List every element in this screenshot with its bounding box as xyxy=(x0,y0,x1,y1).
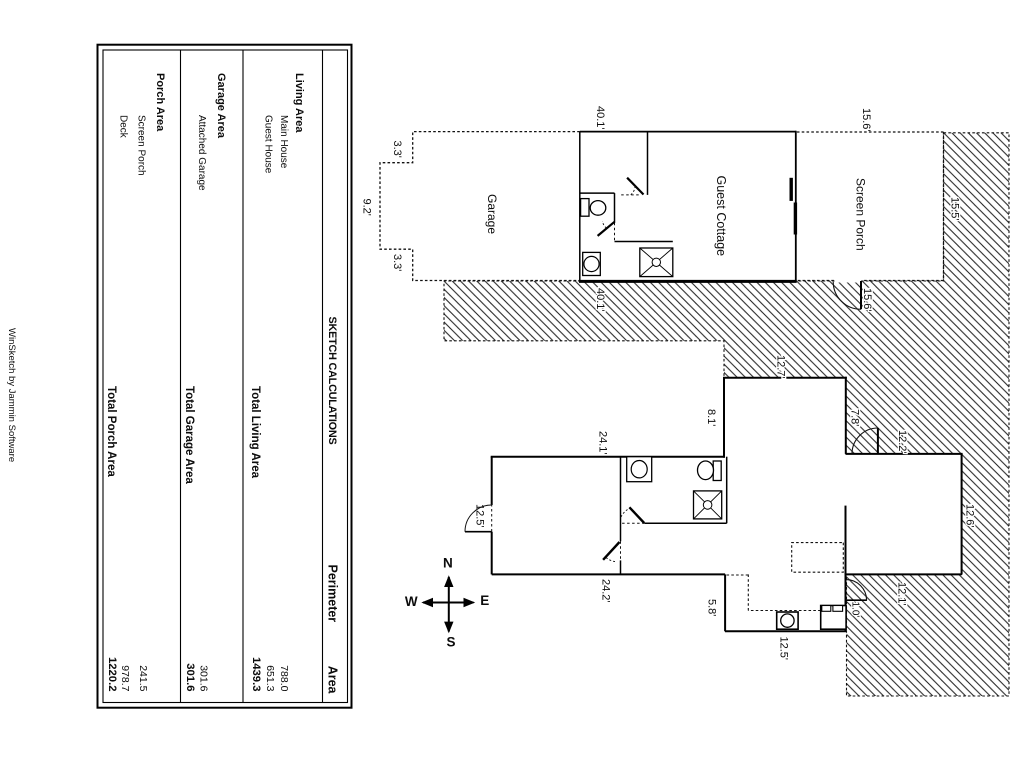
svg-text:301.6: 301.6 xyxy=(184,663,196,691)
svg-text:15.6': 15.6' xyxy=(860,108,872,132)
svg-text:9.2': 9.2' xyxy=(361,199,373,216)
svg-text:1439.3: 1439.3 xyxy=(250,657,262,692)
svg-text:241.5: 241.5 xyxy=(137,665,149,691)
svg-text:12.2': 12.2' xyxy=(896,430,908,454)
svg-text:12.5': 12.5' xyxy=(474,504,486,528)
svg-text:3.3': 3.3' xyxy=(391,141,403,158)
svg-text:301.6: 301.6 xyxy=(198,665,210,691)
svg-text:Deck: Deck xyxy=(118,115,129,139)
svg-text:Guest Cottage: Guest Cottage xyxy=(714,176,728,257)
svg-text:S: S xyxy=(446,635,455,650)
svg-text:Total Living Area: Total Living Area xyxy=(249,386,261,479)
svg-text:Screen Porch: Screen Porch xyxy=(854,178,868,251)
svg-text:Living Area: Living Area xyxy=(293,73,305,133)
svg-text:978.7: 978.7 xyxy=(119,665,131,691)
svg-text:15.6': 15.6' xyxy=(861,288,873,312)
svg-text:8.1': 8.1' xyxy=(705,409,717,426)
svg-text:Total Garage Area: Total Garage Area xyxy=(183,386,195,484)
svg-text:1.0': 1.0' xyxy=(850,602,861,618)
svg-text:Porch Area: Porch Area xyxy=(154,73,166,132)
svg-text:WinSketch by Jammin Software: WinSketch by Jammin Software xyxy=(6,328,17,462)
svg-text:24.2': 24.2' xyxy=(600,579,612,603)
svg-text:Attached Garage: Attached Garage xyxy=(196,115,207,191)
svg-text:12.7': 12.7' xyxy=(775,355,787,379)
svg-text:5.8': 5.8' xyxy=(706,599,718,616)
svg-text:Main House: Main House xyxy=(278,115,289,169)
svg-text:Total Porch Area: Total Porch Area xyxy=(105,386,117,477)
svg-text:7.8': 7.8' xyxy=(849,409,861,426)
svg-text:Screen Porch: Screen Porch xyxy=(136,115,147,176)
svg-text:12.6': 12.6' xyxy=(964,504,976,528)
svg-text:651.3: 651.3 xyxy=(264,665,276,691)
svg-text:15.5': 15.5' xyxy=(949,197,961,221)
svg-text:E: E xyxy=(480,593,489,608)
svg-text:N: N xyxy=(443,555,453,570)
svg-text:Garage Area: Garage Area xyxy=(215,73,227,139)
svg-text:24.1': 24.1' xyxy=(597,431,609,455)
svg-text:Garage: Garage xyxy=(485,194,499,234)
svg-text:Perimeter: Perimeter xyxy=(326,565,340,623)
svg-text:Area: Area xyxy=(326,666,340,695)
svg-text:3.3': 3.3' xyxy=(391,254,403,271)
svg-text:W: W xyxy=(405,594,418,609)
svg-text:40.1': 40.1' xyxy=(594,288,606,312)
svg-text:788.0: 788.0 xyxy=(278,665,290,691)
svg-text:1220.2: 1220.2 xyxy=(106,657,118,692)
svg-text:Guest House: Guest House xyxy=(263,115,274,174)
svg-text:SKETCH CALCULATIONS: SKETCH CALCULATIONS xyxy=(326,317,338,445)
svg-text:40.1': 40.1' xyxy=(594,106,606,130)
svg-text:12.5': 12.5' xyxy=(778,637,790,661)
svg-text:12.1': 12.1' xyxy=(896,582,908,606)
